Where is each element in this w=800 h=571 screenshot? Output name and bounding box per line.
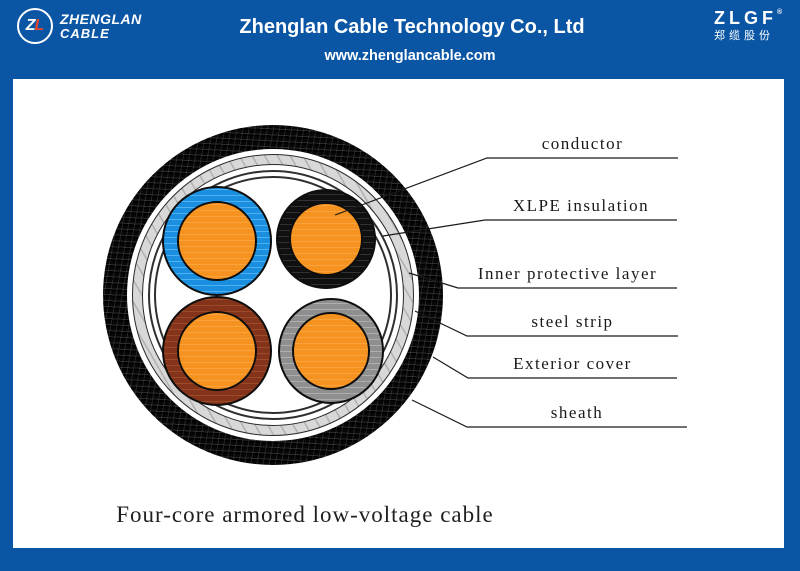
conductor-top-right	[289, 202, 363, 276]
core-bottom-left-brown	[162, 296, 272, 406]
core-top-left-blue	[162, 186, 272, 296]
brand-wordmark: ZHENGLAN CABLE	[60, 12, 142, 40]
core-bottom-right-gray	[278, 298, 384, 404]
core-top-right-black	[276, 189, 376, 289]
website-url: www.zhenglancable.com	[324, 48, 496, 64]
label-inner-protective-layer: Inner protective layer	[477, 264, 658, 283]
brand-line2: CABLE	[60, 25, 110, 41]
label-sheath: sheath	[550, 403, 604, 422]
stock-logo: ZLGF® 郑缆股份	[714, 9, 782, 42]
brand-line1: ZHENGLAN	[60, 10, 142, 27]
conductor-bottom-right	[292, 312, 370, 390]
monogram-z: Z	[25, 17, 36, 34]
cable-cross-section	[103, 125, 443, 465]
label-exterior-cover: Exterior cover	[513, 354, 632, 373]
registered-mark-icon: ®	[777, 9, 783, 16]
conductor-top-left	[177, 201, 257, 281]
company-name: Zhenglan Cable Technology Co., Ltd	[239, 16, 585, 38]
stock-logo-latin: ZLGF®	[714, 8, 783, 28]
conductor-bottom-left	[177, 311, 257, 391]
label-conductor: conductor	[541, 134, 624, 153]
label-xlpe-insulation: XLPE insulation	[512, 196, 650, 215]
label-steel-strip: steel strip	[531, 312, 614, 331]
monogram-l: L	[34, 17, 45, 34]
diagram-caption: Four-core armored low-voltage cable	[116, 502, 494, 527]
stock-logo-chinese: 郑缆股份	[714, 30, 774, 42]
